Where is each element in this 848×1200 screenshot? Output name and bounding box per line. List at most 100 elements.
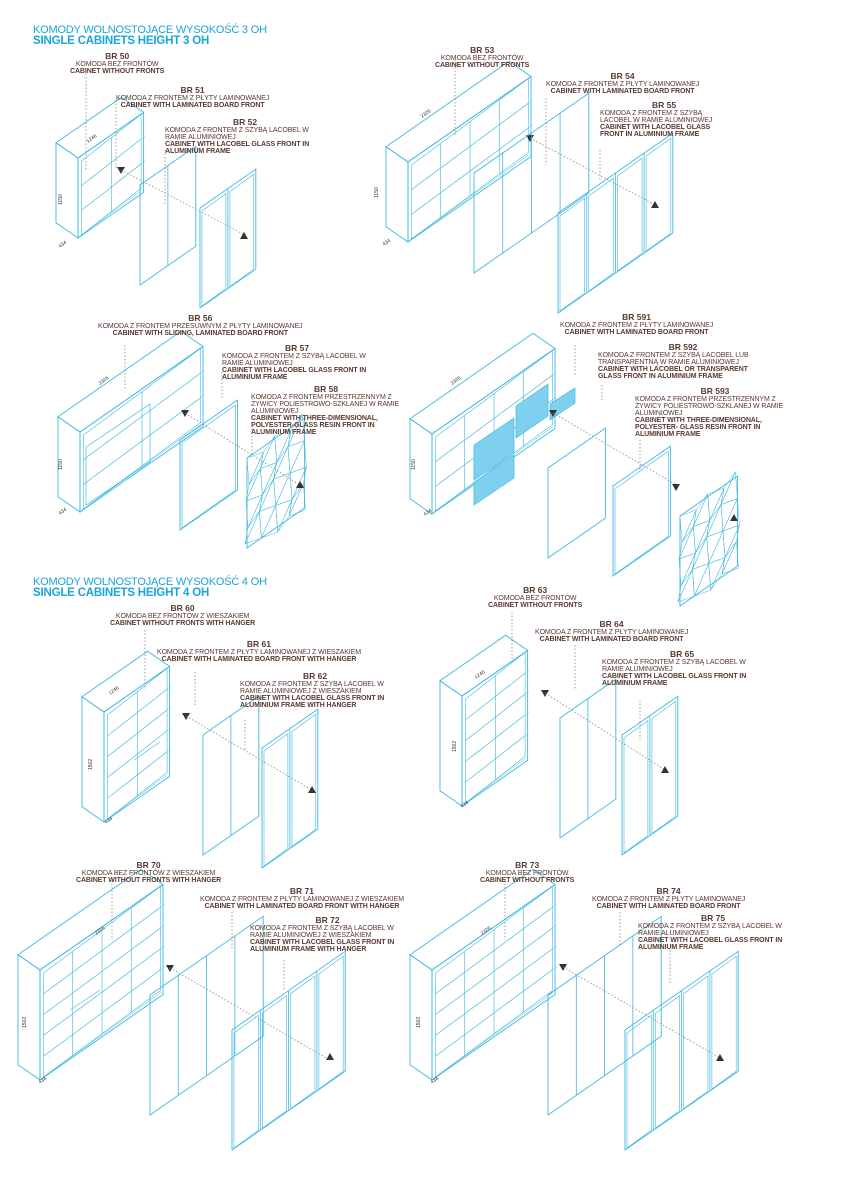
cabinet-inner-frame — [43, 885, 161, 1078]
label-pl: KOMODA Z FRONTEM Z SZYBĄ LACOBEL W RAMIE… — [165, 127, 309, 141]
label-pl: KOMODA Z FRONTEM PRZESTRZENNYM Z ŻYWICY … — [251, 394, 400, 415]
label-en: CABINET WITHOUT FRONTS — [70, 68, 165, 75]
label-br53: BR 53 KOMODA BEZ FRONTÓW CABINET WITHOUT… — [435, 46, 529, 70]
shelf-edge — [87, 370, 205, 457]
label-br57: BR 57 KOMODA Z FRONTEM Z SZYBĄ LACOBEL W… — [222, 344, 372, 382]
label-code: BR 56 — [188, 313, 213, 323]
label-br58: BR 58 KOMODA Z FRONTEM PRZESTRZENNYM Z Ż… — [251, 385, 401, 437]
resin-facet — [289, 440, 307, 474]
glass-frame — [645, 137, 672, 252]
label-br50: BR 50 KOMODA BEZ FRONTÓW CABINET WITHOUT… — [70, 52, 165, 76]
shelf-edge — [415, 124, 533, 212]
front-panel — [559, 678, 617, 839]
cabinet-top — [81, 650, 171, 713]
resin-facet — [722, 498, 740, 532]
label-en: CABINET WITH LACOBEL GLASS FRONT IN ALUM… — [165, 141, 310, 155]
label-code: BR 72 — [315, 915, 340, 925]
cabinet-top — [409, 332, 556, 435]
glass-frame — [617, 157, 643, 272]
open-direction-arrow — [559, 964, 567, 971]
label-pl: KOMODA Z FRONTEM Z SZYBĄ LACOBEL W RAMIE… — [222, 353, 366, 367]
shelf-edge — [415, 100, 533, 187]
shelf-edge — [47, 904, 165, 991]
label-pl: KOMODA Z FRONTEM Z SZYBĄ LACOBEL W RAMIE… — [250, 925, 394, 939]
dim-depth: 434 — [430, 1076, 440, 1086]
label-br54: BR 54 KOMODA Z FRONTEM Z PŁYTY LAMINOWAN… — [546, 72, 699, 96]
label-br55: BR 55 KOMODA Z FRONTEM Z SZYBĄ LACOBEL W… — [600, 100, 728, 139]
open-direction-arrow — [730, 514, 738, 521]
label-br64: BR 64 KOMODA Z FRONTEM Z PŁYTY LAMINOWAN… — [535, 620, 688, 644]
label-en: CABINET WITH LAMINATED BOARD FRONT — [596, 903, 741, 910]
plinth — [79, 190, 142, 237]
label-pl: KOMODA BEZ FRONTÓW — [440, 55, 524, 62]
shelf-edge — [47, 966, 165, 1054]
label-en: CABINET WITHOUT FRONTS WITH HANGER — [76, 877, 222, 884]
resin-facet — [693, 563, 711, 597]
leader-line — [185, 715, 313, 791]
cabinet-front — [431, 883, 556, 1081]
open-direction-arrow — [166, 965, 174, 972]
lacobel-door-highlight — [515, 383, 549, 439]
shelf-edge — [87, 394, 205, 482]
label-pl: KOMODA Z FRONTEM Z PŁYTY LAMINOWANEJ — [592, 896, 746, 903]
plinth — [41, 992, 162, 1079]
shelf-edge — [111, 686, 172, 733]
shelf-edge — [85, 160, 146, 208]
label-br72: BR 72 KOMODA Z FRONTEM Z SZYBĄ LACOBEL W… — [250, 915, 405, 954]
cabinet-top — [439, 634, 529, 697]
resin-facet — [274, 429, 292, 463]
glass-frame — [651, 700, 677, 835]
glass-frame — [318, 955, 344, 1090]
glass-frame — [654, 995, 680, 1129]
label-en: CABINET WITH LACOBEL GLASS FRONT IN ALUM… — [602, 673, 747, 687]
dim-height: 1150 — [374, 187, 380, 198]
hanger-rail — [133, 741, 161, 761]
front-panel — [199, 168, 257, 309]
front-panel — [202, 695, 260, 856]
label-br63: BR 63 KOMODA BEZ FRONTÓW CABINET WITHOUT… — [488, 586, 582, 610]
glass-frame — [683, 975, 709, 1110]
glass-frame — [233, 1014, 259, 1149]
dim-depth: 434 — [104, 816, 114, 826]
resin-facet — [260, 505, 278, 539]
label-code: BR 75 — [700, 913, 726, 923]
glass-frame — [559, 197, 586, 312]
section-title-4oh-pl: KOMODY WOLNOSTOJĄCE WYSOKOŚĆ 4 OH — [33, 576, 267, 588]
label-code: BR 55 — [651, 100, 677, 110]
label-en: CABINET WITH THREE-DIMENSIONAL, POLYESTE… — [251, 415, 378, 436]
section-title-4oh-en: SINGLE CABINETS HEIGHT 4 OH — [33, 587, 210, 599]
resin-facet — [679, 509, 697, 543]
shelf-edge — [439, 904, 557, 991]
shelf-edge — [111, 748, 172, 796]
open-direction-arrow — [526, 135, 534, 142]
label-pl: KOMODA Z FRONTEM PRZESUWNYM Z PŁYTY LAMI… — [98, 323, 303, 330]
dim-width: 1246 — [86, 133, 99, 144]
plinth — [105, 774, 168, 821]
section-title-3oh-en: SINGLE CABINETS HEIGHT 3 OH — [33, 35, 210, 47]
leader-line — [562, 966, 721, 1059]
resin-facet — [246, 451, 264, 485]
label-br52: BR 52 KOMODA Z FRONTEM Z SZYBĄ LACOBEL W… — [165, 118, 325, 156]
label-pl: KOMODA BEZ FRONTÓW Z WIESZAKIEM — [115, 613, 250, 620]
sliding-door — [85, 403, 151, 506]
label-en: CABINET WITH LAMINATED BOARD FRONT WITH … — [204, 903, 400, 910]
lacobel-door-highlight — [473, 417, 515, 481]
dim-width: 1246 — [474, 669, 487, 680]
open-direction-arrow — [651, 201, 659, 208]
open-direction-arrow — [672, 484, 680, 491]
label-en: CABINET WITH LACOBEL OR TRANSPARENT GLAS… — [598, 366, 748, 380]
label-pl: KOMODA BEZ FRONTÓW — [493, 595, 577, 602]
front-panel — [179, 399, 238, 531]
resin-facet — [275, 472, 293, 506]
cabinet-front — [39, 883, 164, 1081]
dim-height: 1502 — [22, 1017, 28, 1028]
label-br65: BR 65 KOMODA Z FRONTEM Z SZYBĄ LACOBEL W… — [602, 650, 762, 688]
open-direction-arrow — [661, 766, 669, 773]
glass-frame — [181, 404, 236, 529]
label-en: CABINET WITH LAMINATED BOARD FRONT — [120, 102, 265, 109]
